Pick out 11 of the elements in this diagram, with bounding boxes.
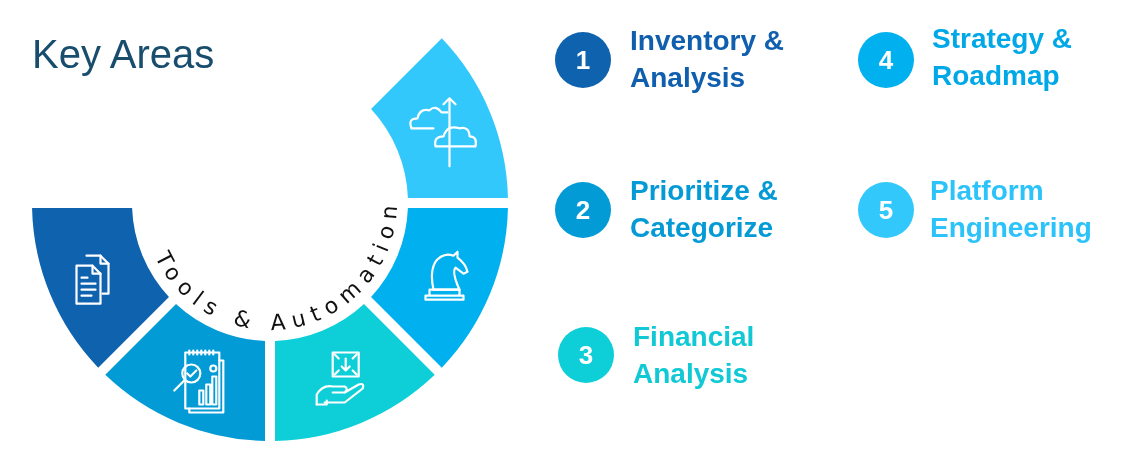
number-circle: 3: [558, 327, 614, 383]
number-circle: 2: [555, 182, 611, 238]
number-circle: 5: [858, 182, 914, 238]
item-heading: Platform Engineering: [930, 174, 1093, 245]
number-circle: 1: [555, 32, 611, 88]
number-circle: 4: [858, 32, 914, 88]
item-heading: Financial Analysis: [633, 320, 756, 391]
item-heading: Strategy & Roadmap: [932, 22, 1074, 93]
item-heading: Prioritize & Categorize: [630, 174, 779, 245]
item-heading: Inventory & Analysis: [630, 24, 786, 95]
diagram-title: Key Areas: [32, 31, 215, 78]
